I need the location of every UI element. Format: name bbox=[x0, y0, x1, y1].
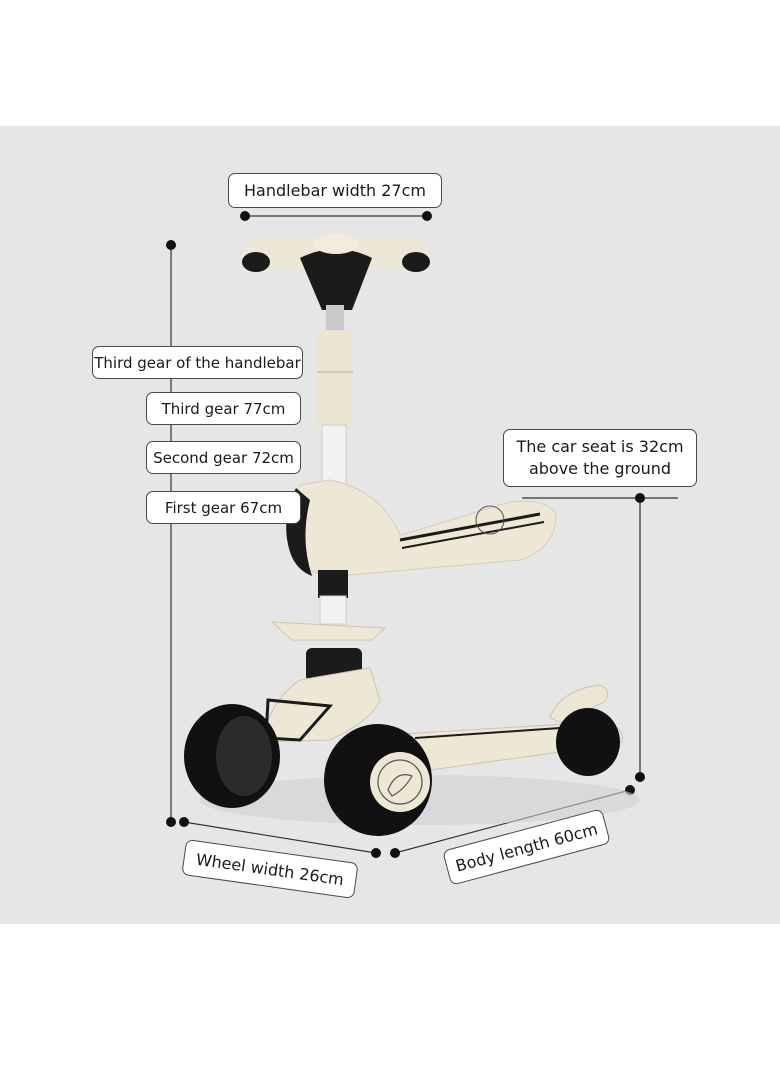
handlebar-width-label: Handlebar width 27cm bbox=[228, 173, 442, 208]
third-gear-handlebar-label: Third gear of the handlebar bbox=[92, 346, 303, 379]
seat bbox=[286, 479, 557, 577]
second-gear-label: Second gear 72cm bbox=[146, 441, 301, 474]
seat-height-line1: The car seat is 32cm bbox=[516, 437, 684, 456]
seat-height-line2: above the ground bbox=[528, 459, 672, 478]
handlebar bbox=[242, 234, 430, 310]
first-gear-label: First gear 67cm bbox=[146, 491, 301, 524]
seat-height-label: The car seat is 32cm above the ground bbox=[503, 429, 697, 487]
third-gear-label: Third gear 77cm bbox=[146, 392, 301, 425]
